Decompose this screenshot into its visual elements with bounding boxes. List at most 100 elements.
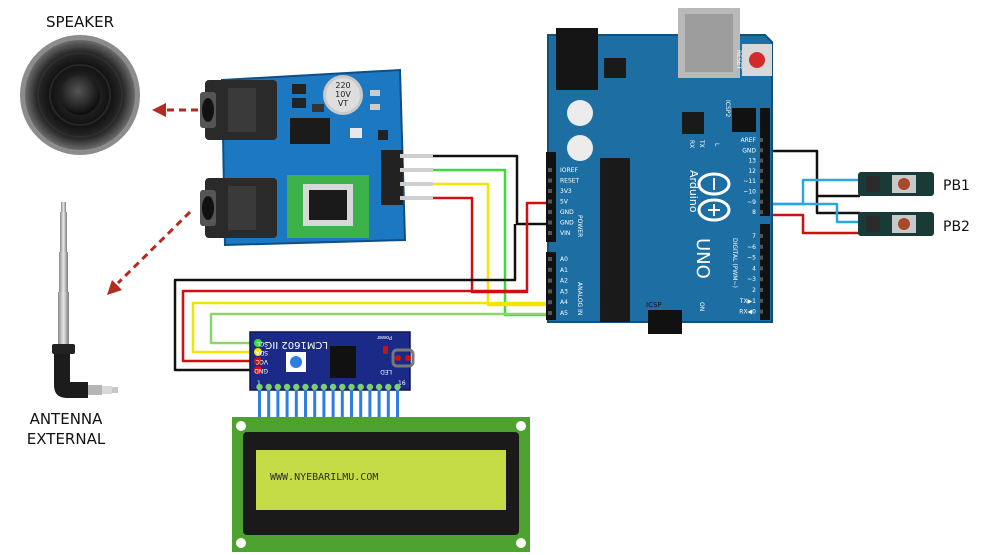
cap-text-1: 220 [335, 81, 350, 90]
digital-bottom-pin-label: 2 [752, 287, 756, 294]
analog-pin-hole [548, 267, 552, 272]
lcd-header-pad [265, 383, 272, 391]
audio-jack-bottom [200, 178, 277, 238]
digital-top-pin-hole [759, 199, 763, 204]
reset-label: RESET [735, 50, 742, 70]
lcd-header-pin [340, 388, 344, 418]
digital-bottom-pin-hole [759, 266, 763, 271]
i2c-backpack-module: LCM1602 IIC SCL SDA VCC GND Power LED 1 … [249, 331, 415, 418]
cap-text-3: VT [338, 99, 348, 108]
lcd-header-pad [329, 383, 337, 391]
push-button-pb2 [858, 212, 934, 236]
cap-text-2: 10V [335, 90, 351, 99]
lcd-header-pin [285, 388, 289, 418]
lcd-header-pin [368, 388, 372, 418]
icsp2-label: ICSP2 [724, 100, 731, 117]
lcd-header-pin [322, 388, 326, 418]
power-pin-label: 3V3 [560, 188, 572, 195]
lcd-header-pad [385, 383, 392, 391]
analog-pin-label: A4 [560, 299, 568, 306]
l-label: L [713, 143, 720, 147]
lcd-header-pin [386, 388, 390, 418]
digital-bottom-pin-hole [759, 244, 763, 249]
speaker-icon [20, 35, 140, 155]
digital-bottom-pin-label: ~3 [747, 276, 756, 283]
power-pin-label: VIN [560, 230, 570, 237]
rf-chip-module [287, 175, 369, 238]
digital-top-pin-label: ~10 [743, 189, 756, 196]
i2c-pin-scl: SCL [256, 340, 268, 347]
arduino-brand: Arduino [687, 170, 700, 213]
analog-pin-hole [548, 300, 552, 305]
antenna-label-line2: EXTERNAL [27, 430, 106, 448]
analog-pin-hole [548, 257, 552, 261]
analog-pin-label: A3 [560, 288, 568, 295]
digital-top-pin-label: 13 [748, 158, 756, 165]
digital-top-pin-hole [759, 138, 763, 142]
lcd-header-pad [293, 383, 300, 391]
lcd-header-pad [256, 383, 263, 391]
wire-lcd-yellow [191, 301, 548, 354]
pb1-label: PB1 [943, 178, 970, 194]
power-pin-label: GND [560, 220, 574, 227]
icsp-label: ICSP [646, 301, 662, 309]
digital-bottom-pin-label: 7 [752, 233, 756, 240]
power-pin-hole [548, 220, 552, 225]
lcd-text: WWW.NYEBARILMU.COM [270, 472, 378, 483]
led-jumper [391, 348, 415, 368]
i2c-num-left: 1 [257, 380, 261, 387]
lcd-header-pad [283, 383, 291, 391]
digital-header-title: DIGITAL (PWM~) [731, 238, 738, 288]
i2c-led-label: LED [380, 368, 392, 375]
digital-top-pin-label: GND [742, 147, 756, 154]
digital-bottom-pin-hole [759, 288, 763, 292]
power-pin-hole [548, 189, 552, 193]
digital-top-pin-hole [759, 189, 763, 194]
wire-pb-blue-2 [760, 202, 860, 224]
antenna-icon [52, 202, 118, 398]
power-pin-label: RESET [560, 178, 580, 185]
digital-bottom-pin-label: RX◀0 [739, 309, 756, 316]
wire-pb-red [760, 213, 860, 235]
lcd-header-pin [377, 388, 381, 418]
wire-fm-yellow [433, 182, 548, 307]
wire-fm-black [433, 154, 548, 226]
i2c-pin-sda: SDA [255, 349, 268, 356]
power-pin-label: IOREF [560, 167, 578, 174]
lcd-header-pin [359, 388, 363, 418]
power-pin-hole [548, 231, 552, 235]
lcd-header-pin [331, 388, 335, 418]
digital-bottom-pin-hole [759, 309, 763, 314]
digital-top-pin-hole [759, 168, 763, 173]
digital-top-pin-label: 12 [748, 168, 756, 175]
lcd-header-pin [267, 388, 271, 418]
potentiometer [286, 352, 306, 372]
fm-radio-module: 220 10V VT [200, 68, 433, 247]
power-pin-hole [548, 168, 552, 172]
i2c-to-lcd-pins [256, 383, 401, 418]
speaker-label: SPEAKER [46, 13, 114, 31]
lcd-header-pin [276, 388, 280, 418]
wires [173, 149, 860, 372]
digital-top-pin-label: ~9 [747, 199, 756, 206]
power-pin-label: 5V [560, 199, 569, 206]
i2c-num-right: 16 [398, 380, 406, 387]
push-button-pb1 [858, 172, 934, 196]
analog-pin-label: A5 [560, 310, 568, 317]
arduino-uno-board: RESET ICSP2 TX RX L Arduino UNO ICSP ON [546, 8, 773, 334]
arduino-logo-icon [697, 172, 731, 222]
analog-pin-label: A1 [560, 267, 568, 274]
lcd-header-pad [320, 383, 328, 391]
capacitor: 220 10V VT [323, 75, 363, 115]
lcd-header-pad [274, 383, 282, 391]
lcd-header-pin [313, 388, 317, 418]
digital-top-pin-hole [759, 148, 763, 153]
lcd-header-pad [366, 383, 374, 391]
pb2-label: PB2 [943, 219, 970, 235]
lcd-header-pad [339, 383, 346, 391]
lcd-header-pad [348, 383, 355, 391]
speaker-arrow [152, 103, 210, 117]
